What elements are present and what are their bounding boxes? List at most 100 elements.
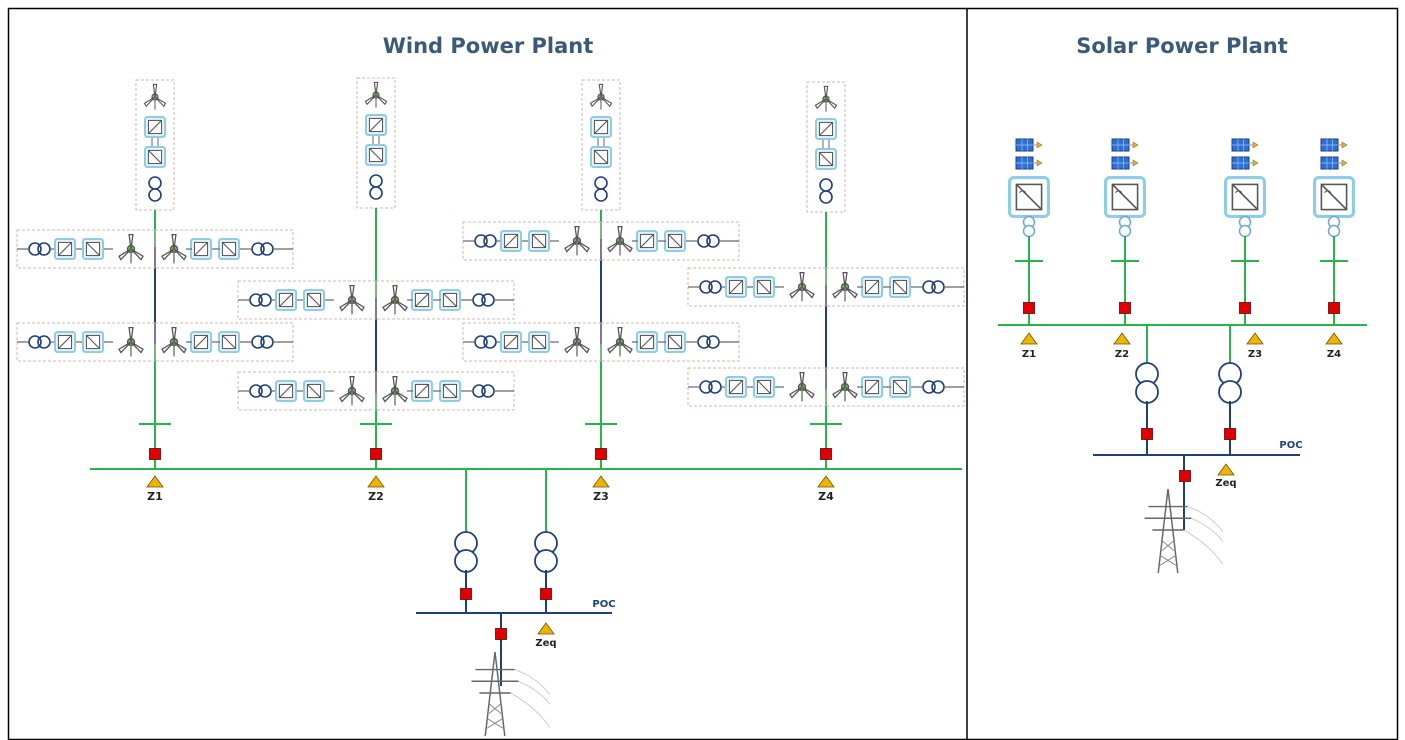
transformer-icon — [251, 242, 265, 256]
transformer-icon — [249, 384, 263, 398]
ac-dc-converter-icon — [636, 230, 658, 252]
transformer-icon — [819, 178, 833, 192]
dc-ac-converter-icon — [365, 144, 387, 166]
transformer-winding — [1135, 380, 1159, 404]
transformer-winding — [534, 549, 558, 573]
transformer-icon — [28, 242, 42, 256]
solar-panel-icon — [1015, 138, 1043, 152]
wind-turbine-icon — [607, 326, 633, 358]
turbine-string — [687, 367, 827, 407]
wind-turbine-icon — [143, 83, 167, 111]
turbine-stack — [135, 79, 175, 211]
transformer-icon — [37, 242, 51, 256]
dc-ac-converter-icon — [144, 146, 166, 168]
transformer-winding — [1218, 380, 1242, 404]
ac-dc-converter-icon — [275, 380, 297, 402]
wind-turbine-icon — [607, 225, 633, 257]
zone-marker — [537, 622, 555, 635]
solar-panel-title: Solar Power Plant — [1076, 34, 1287, 58]
solar-inverter-icon — [1008, 176, 1050, 218]
ac-dc-converter-icon — [54, 331, 76, 353]
turbine-string — [237, 371, 377, 411]
wind-feeder: Z4 — [687, 81, 965, 503]
solar-inverter-icon — [1313, 176, 1355, 218]
circuit-breaker — [1239, 302, 1251, 314]
solar-panel-icon — [1231, 156, 1259, 170]
ac-dc-converter-icon — [411, 289, 433, 311]
wind-turbine-icon — [118, 233, 144, 265]
wind-turbine-icon — [364, 81, 388, 109]
ac-dc-converter-icon — [411, 380, 433, 402]
circuit-breaker — [1328, 302, 1340, 314]
turbine-string — [16, 229, 156, 269]
ac-dc-converter-icon — [500, 331, 522, 353]
wind-turbine-icon — [564, 326, 590, 358]
transformer-icon — [37, 335, 51, 349]
transformer-icon — [258, 293, 272, 307]
ac-dc-converter-icon — [365, 114, 387, 136]
ac-dc-converter-icon — [190, 238, 212, 260]
wind-turbine-icon — [118, 326, 144, 358]
dc-ac-converter-icon — [439, 289, 461, 311]
transformer-icon — [594, 188, 608, 202]
turbine-string — [600, 322, 740, 362]
ac-dc-converter-icon — [636, 331, 658, 353]
circuit-breaker — [540, 588, 552, 600]
dc-ac-converter-icon — [889, 376, 911, 398]
turbine-string — [237, 280, 377, 320]
circuit-breaker — [370, 448, 382, 460]
transformer-icon — [260, 335, 274, 349]
wind-turbine-icon — [814, 85, 838, 113]
wind-turbine-icon — [161, 233, 187, 265]
transformer-icon — [483, 335, 497, 349]
turbine-string — [825, 267, 965, 307]
transformer-icon — [931, 280, 945, 294]
wind-turbine-icon — [789, 271, 815, 303]
wind-turbine-icon — [382, 375, 408, 407]
turbine-string — [154, 229, 294, 269]
ac-dc-converter-icon — [144, 116, 166, 138]
solar-feeder: Z4 — [1313, 138, 1355, 360]
turbine-string — [687, 267, 827, 307]
circuit-breaker — [1119, 302, 1131, 314]
wind-turbine-icon — [339, 375, 365, 407]
wind-turbine-icon — [564, 225, 590, 257]
zone-label: Z1 — [1022, 349, 1036, 360]
solar-panel-icon — [1111, 138, 1139, 152]
circuit-breaker — [1179, 470, 1191, 482]
zone-label: Z1 — [147, 490, 163, 503]
transformer-icon — [708, 380, 722, 394]
wind-turbine-icon — [832, 271, 858, 303]
transformer-icon — [594, 176, 608, 190]
dc-ac-converter-icon — [815, 148, 837, 170]
transformer-icon — [699, 280, 713, 294]
ac-dc-converter-icon — [54, 238, 76, 260]
dc-ac-converter-icon — [664, 230, 686, 252]
solar-feeder: Z1 — [1008, 138, 1050, 360]
ac-dc-converter-icon — [861, 276, 883, 298]
dc-ac-converter-icon — [439, 380, 461, 402]
zone-marker — [1217, 463, 1235, 476]
solar-panel-icon — [1111, 156, 1139, 170]
dc-ac-converter-icon — [303, 289, 325, 311]
solar-inverter-icon — [1104, 176, 1146, 218]
ac-dc-converter-icon — [725, 276, 747, 298]
dc-ac-converter-icon — [753, 276, 775, 298]
dc-ac-converter-icon — [82, 331, 104, 353]
ac-dc-converter-icon — [815, 118, 837, 140]
zone-label: Z3 — [1248, 349, 1262, 360]
ac-dc-converter-icon — [500, 230, 522, 252]
dc-ac-converter-icon — [664, 331, 686, 353]
circuit-breaker — [820, 448, 832, 460]
turbine-stack — [806, 81, 846, 213]
wind-turbine-icon — [161, 326, 187, 358]
transformer-icon — [260, 242, 274, 256]
turbine-string — [462, 322, 602, 362]
wind-feeder: Z2 — [237, 77, 515, 503]
dc-ac-converter-icon — [889, 276, 911, 298]
zone-marker — [146, 475, 164, 488]
wind-turbine-icon — [789, 371, 815, 403]
zone-marker — [1246, 332, 1264, 345]
transformer-icon — [369, 186, 383, 200]
